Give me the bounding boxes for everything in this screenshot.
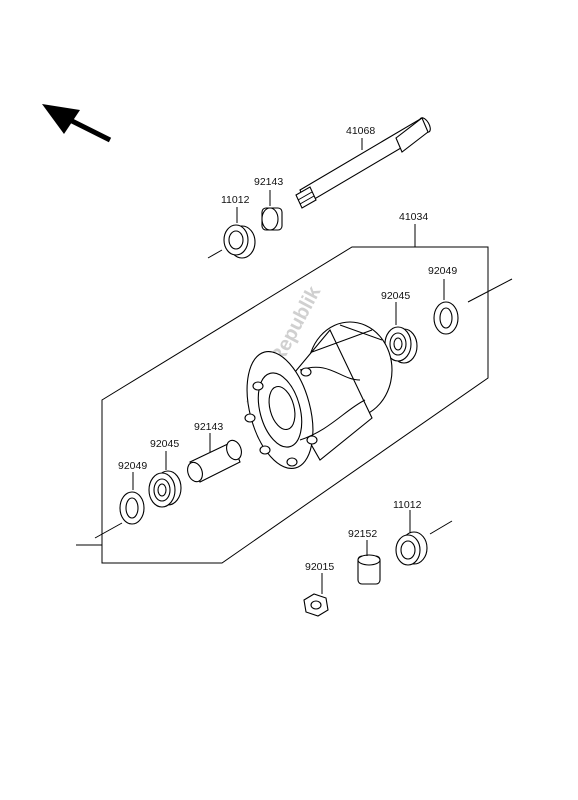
collar-top[interactable] (261, 207, 283, 231)
axle-nut[interactable] (303, 593, 329, 617)
label-axle: 41068 (346, 125, 375, 137)
axis-seal-bottom (429, 520, 453, 535)
label-seal-top: 11012 (221, 194, 250, 206)
label-collar-top: 92143 (254, 176, 283, 188)
label-collar-mid: 92143 (194, 421, 223, 433)
collar-mid[interactable] (185, 438, 244, 484)
seal-right[interactable] (433, 301, 459, 335)
axle[interactable] (295, 116, 432, 209)
label-seal-left: 92049 (118, 460, 147, 472)
label-bearing-left: 92045 (150, 438, 179, 450)
label-seal-bottom: 11012 (393, 499, 422, 511)
label-hub-assembly: 41034 (399, 211, 428, 223)
label-collar-bottom: 92152 (348, 528, 377, 540)
wheel-hub[interactable] (235, 321, 393, 476)
hub-assembly-bracket (76, 233, 489, 564)
seal-bottom[interactable] (395, 531, 428, 566)
bearing-left[interactable] (148, 470, 182, 508)
label-bearing-right: 92045 (381, 290, 410, 302)
seal-left[interactable] (119, 491, 145, 525)
collar-bottom[interactable] (357, 554, 381, 585)
label-nut: 92015 (305, 561, 334, 573)
axis-right (467, 278, 513, 303)
axis-left (94, 522, 123, 539)
seal-top[interactable] (223, 224, 256, 259)
front-direction-arrow (42, 104, 112, 143)
axis-seal-top (207, 249, 223, 259)
label-seal-right: 92049 (428, 265, 457, 277)
